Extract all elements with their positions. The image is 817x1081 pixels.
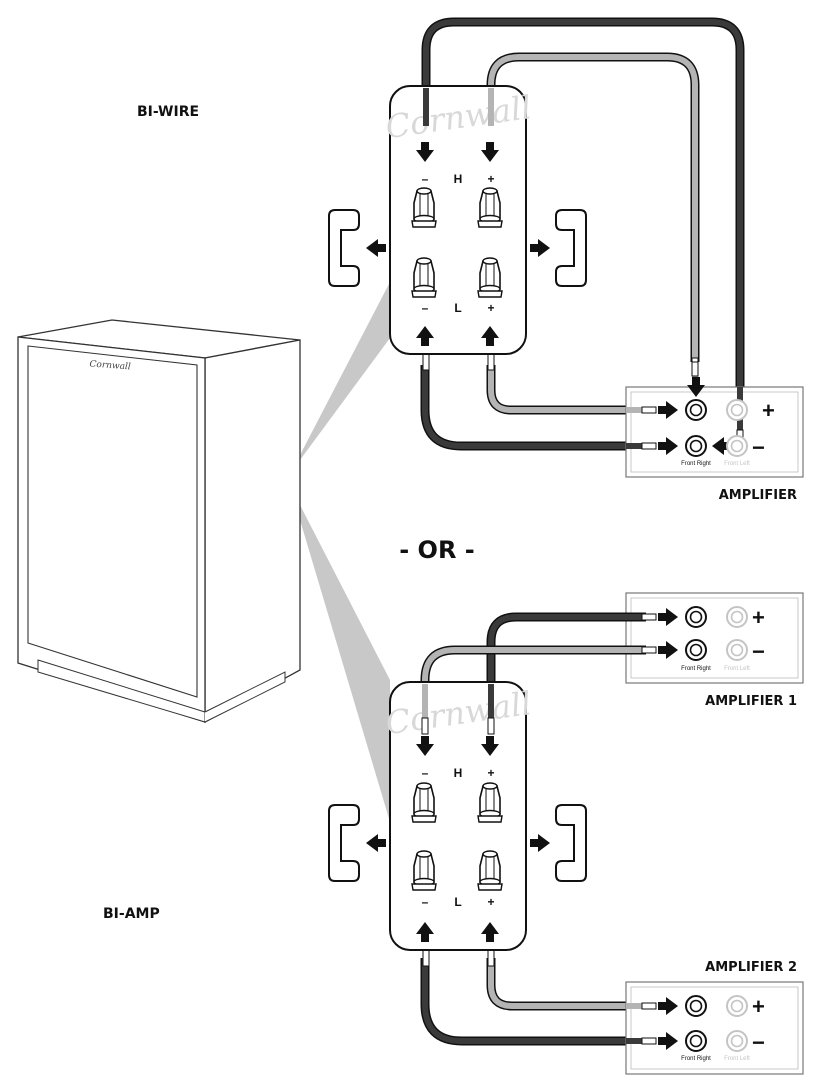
front-right-label: Front Right <box>681 461 711 467</box>
jack-front-right-plus <box>685 606 707 628</box>
high-plus-label: + <box>487 172 494 186</box>
front-right-label: Front Right <box>681 666 711 672</box>
amp1-minus-label: − <box>752 639 765 664</box>
low-label: L <box>454 895 461 909</box>
high-minus-label: – <box>422 172 429 186</box>
amplifier-2-label: AMPLIFIER 2 <box>705 960 797 975</box>
low-minus-label: – <box>422 301 429 315</box>
callout-wedge-bottom <box>300 505 390 822</box>
jack-front-right-plus <box>685 399 707 421</box>
high-label: H <box>454 172 463 186</box>
binding-post-high-minus <box>411 782 437 823</box>
jack-front-left-plus <box>726 399 748 421</box>
speaker-cabinet: Cornwall <box>17 319 301 724</box>
jack-front-right-minus <box>685 1030 707 1052</box>
terminal-panel-top: Cornwall – H + – L + <box>383 85 534 355</box>
arrow-left-icon <box>366 239 386 257</box>
jumper-bracket-right-bottom <box>555 804 587 882</box>
cabinet-logo: Cornwall <box>89 360 131 373</box>
front-right-label: Front Right <box>681 1056 711 1062</box>
jack-front-left-plus <box>726 606 748 628</box>
binding-post-high-minus <box>411 187 437 228</box>
bi-amp-heading: BI-AMP <box>103 906 160 922</box>
binding-post-low-plus <box>477 850 503 891</box>
callout-wedge-top <box>300 282 390 460</box>
binding-post-low-minus <box>411 257 437 298</box>
binding-post-high-plus <box>477 782 503 823</box>
jack-front-left-minus <box>726 639 748 661</box>
jack-front-left-minus <box>726 1030 748 1052</box>
high-plus-label: + <box>487 766 494 780</box>
terminal-panel-bottom: Cornwall – H + – L + <box>383 681 534 951</box>
front-left-label: Front Left <box>724 1056 750 1062</box>
binding-post-low-plus <box>477 257 503 298</box>
jumper-bracket-left-top <box>328 209 360 287</box>
arrow-right-icon <box>530 239 550 257</box>
jack-front-right-plus <box>685 995 707 1017</box>
jack-front-right-minus <box>685 435 707 457</box>
jumper-bracket-left-bottom <box>328 804 360 882</box>
low-minus-label: – <box>422 895 429 909</box>
jack-front-right-minus <box>685 639 707 661</box>
amplifier-1 <box>625 592 804 684</box>
front-left-label: Front Left <box>724 666 750 672</box>
low-label: L <box>454 301 461 315</box>
low-plus-label: + <box>487 895 494 909</box>
amp-minus-label: − <box>752 435 765 460</box>
amplifier-top: + − Front Right Front Left <box>625 361 804 478</box>
amplifier-2: + − Front Right Front Left <box>625 981 804 1075</box>
jack-front-left-plus <box>726 995 748 1017</box>
front-left-label: Front Left <box>724 461 750 467</box>
high-label: H <box>454 766 463 780</box>
amplifier-1-jacks: + − Front Right Front Left <box>658 605 765 672</box>
jack-front-left-minus <box>726 435 748 457</box>
bi-wire-heading: BI-WIRE <box>137 104 199 120</box>
arrow-right-icon <box>530 834 550 852</box>
low-plus-label: + <box>487 301 494 315</box>
or-separator: - OR - <box>399 536 475 564</box>
arrow-left-icon <box>366 834 386 852</box>
amp-plus-label: + <box>762 398 775 423</box>
high-minus-label: – <box>422 766 429 780</box>
binding-post-low-minus <box>411 850 437 891</box>
amp2-minus-label: − <box>752 1030 765 1055</box>
binding-post-high-plus <box>477 187 503 228</box>
jumper-bracket-right-top <box>555 209 587 287</box>
amplifier-1-label: AMPLIFIER 1 <box>705 694 797 709</box>
bi-wire-wires <box>420 17 745 451</box>
amp2-plus-label: + <box>752 994 765 1019</box>
amplifier-label: AMPLIFIER <box>719 488 797 503</box>
amp1-plus-label: + <box>752 605 765 630</box>
